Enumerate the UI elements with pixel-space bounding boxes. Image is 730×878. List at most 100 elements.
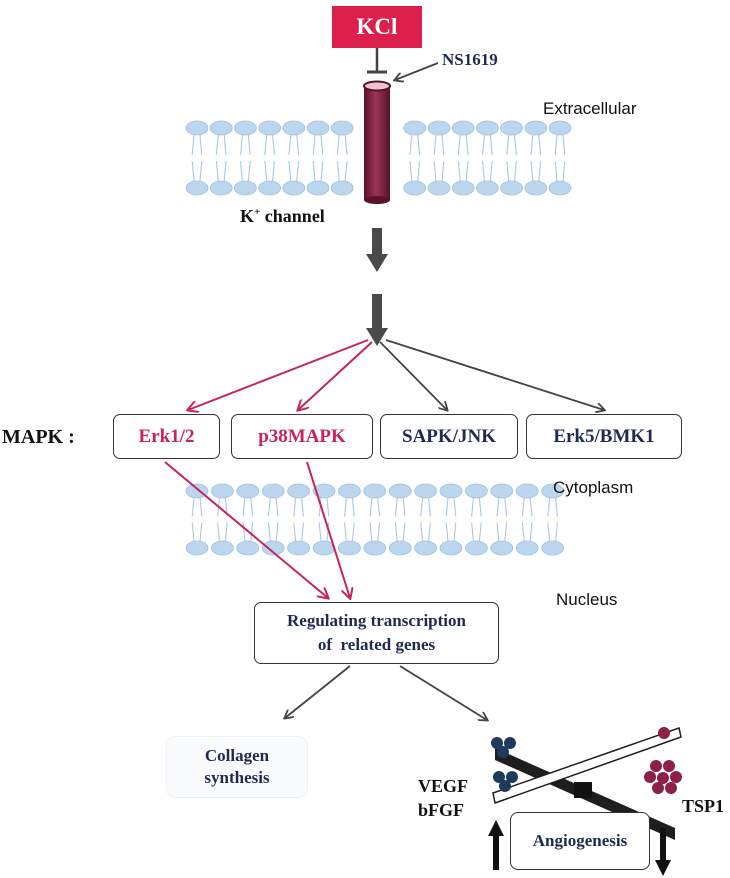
lipid-tail xyxy=(351,497,355,517)
cell-membrane xyxy=(185,120,572,196)
lipid-tail xyxy=(489,160,493,182)
lipid-head xyxy=(258,180,282,196)
lipid-tail xyxy=(191,522,195,542)
lipid-tail xyxy=(402,497,406,517)
lipid-tail xyxy=(504,497,508,517)
lipid-tail xyxy=(320,160,324,182)
lipid-head xyxy=(515,483,539,499)
lipid-tail xyxy=(482,134,485,156)
lipid-head xyxy=(403,180,427,196)
lipid-tail xyxy=(250,522,254,542)
lipid-tail xyxy=(223,134,227,156)
lipid-head xyxy=(439,540,463,556)
lipid-head xyxy=(439,483,463,499)
lipid-tail xyxy=(247,134,251,156)
lipid-head xyxy=(337,483,361,499)
lipid-head xyxy=(464,540,488,556)
lipid-head xyxy=(209,120,233,136)
lipid-tail xyxy=(336,160,340,182)
mapk-erk5-bmk1-box: Erk5/BMK1 xyxy=(526,414,682,459)
lipid-tail xyxy=(521,522,525,542)
lipid-tail xyxy=(267,522,271,542)
lipid-head xyxy=(427,120,451,136)
lipid-tail xyxy=(296,160,300,182)
tsp1-label: TSP1 xyxy=(682,796,725,816)
lipid-tail xyxy=(506,134,510,156)
nucleus-label: Nucleus xyxy=(556,590,618,609)
lipid-tail xyxy=(199,134,203,156)
lipid-tail xyxy=(272,160,275,182)
extracellular-label: Extracellular xyxy=(543,99,637,118)
lipid-tail xyxy=(554,134,558,156)
lipid-tail xyxy=(562,134,566,156)
lipid-head xyxy=(414,540,438,556)
arrow-to-sapk-jnk xyxy=(379,341,447,410)
lipid-head xyxy=(451,120,475,136)
lipid-tail xyxy=(420,522,424,542)
lipid-tail xyxy=(336,134,340,156)
lipid-tail xyxy=(547,522,551,542)
lipid-head xyxy=(388,483,412,499)
lipid-tail xyxy=(312,160,316,182)
lipid-tail xyxy=(441,160,445,182)
bfgf-label: bFGF xyxy=(418,800,465,820)
kcl-inhibition-icon xyxy=(367,48,387,74)
lipid-tail xyxy=(326,497,330,517)
lipid-tail xyxy=(199,522,203,542)
lipid-tail xyxy=(318,497,322,517)
lipid-tail xyxy=(344,160,348,182)
lipid-tail xyxy=(489,134,493,156)
k-channel-icon xyxy=(363,80,391,204)
lipid-head xyxy=(548,120,572,136)
lipid-head xyxy=(500,120,524,136)
lipid-head xyxy=(541,540,564,556)
lipid-tail xyxy=(529,522,533,542)
lipid-tail xyxy=(275,522,279,542)
lipid-head xyxy=(210,483,234,499)
k-channel-label: K+ channel xyxy=(240,206,325,226)
arrow-to-p38mapk xyxy=(298,341,373,410)
lipid-tail xyxy=(199,160,203,182)
lipid-tail xyxy=(428,522,431,542)
lipid-tail xyxy=(547,497,551,517)
lipid-tail xyxy=(496,522,500,542)
lipid-tail xyxy=(530,134,534,156)
lipid-head xyxy=(427,180,451,196)
lipid-tail xyxy=(465,160,469,182)
mapk-erk12-box: Erk1/2 xyxy=(113,414,220,459)
lipid-tail xyxy=(191,160,195,182)
arrow-erk12-to-nucleus xyxy=(164,461,328,598)
lipid-head xyxy=(330,120,354,136)
lipid-head xyxy=(490,540,514,556)
lipid-tail xyxy=(514,134,517,156)
lipid-head xyxy=(312,483,336,499)
lipid-tail xyxy=(275,497,279,517)
lipid-tail xyxy=(555,497,558,517)
lipid-tail xyxy=(293,497,297,517)
lipid-head xyxy=(282,180,306,196)
lipid-tail xyxy=(478,497,482,517)
lipid-tail xyxy=(301,522,304,542)
lipid-head xyxy=(548,180,572,196)
lipid-head xyxy=(287,483,311,499)
lipid-tail xyxy=(514,160,517,182)
lipid-head xyxy=(210,540,234,556)
lipid-tail xyxy=(530,160,534,182)
mapk-label: MAPK : xyxy=(2,426,75,448)
lipid-head xyxy=(524,180,548,196)
lipid-tail xyxy=(441,134,445,156)
lipid-tail xyxy=(344,497,347,517)
lipid-tail xyxy=(264,134,268,156)
arrow-p38-to-nucleus xyxy=(306,461,350,598)
arrow-to-erk5-bmk1 xyxy=(385,339,604,410)
lipid-tail xyxy=(288,134,292,156)
lipid-tail xyxy=(433,160,437,182)
lipid-head xyxy=(475,120,499,136)
lipid-tail xyxy=(344,522,347,542)
lipid-tail xyxy=(471,497,474,517)
lipid-head xyxy=(500,180,524,196)
lipid-tail xyxy=(215,134,219,156)
lipid-head xyxy=(330,180,354,196)
lipid-head xyxy=(524,120,548,136)
lipid-tail xyxy=(471,522,474,542)
